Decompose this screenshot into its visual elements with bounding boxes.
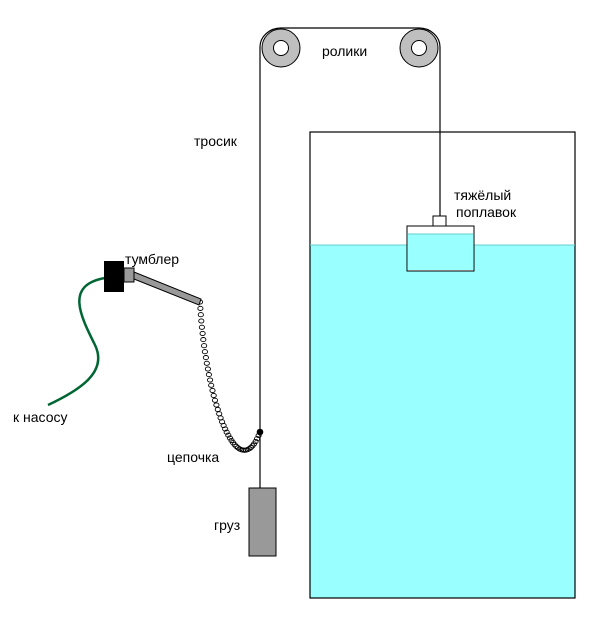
label-cable: тросик <box>194 133 238 149</box>
chain-link <box>252 438 259 445</box>
chain-link <box>197 312 204 318</box>
chain-link <box>226 435 233 441</box>
chain-link <box>199 330 206 337</box>
chain-link <box>214 406 221 413</box>
chain <box>196 299 264 453</box>
chain-link <box>200 337 207 343</box>
label-rollers: ролики <box>322 43 367 59</box>
chain-link <box>202 355 209 361</box>
chain-link <box>211 397 219 403</box>
chain-link <box>213 402 220 408</box>
chain-link <box>254 436 261 442</box>
water <box>310 245 575 598</box>
pump-wire <box>47 276 106 407</box>
chain-link <box>201 343 208 349</box>
chain-link <box>208 382 215 388</box>
label-weight: груз <box>214 517 240 533</box>
float-hook <box>432 215 447 227</box>
chain-link <box>210 392 217 399</box>
pulley-right <box>399 28 439 68</box>
chain-link <box>204 366 211 372</box>
chain-link <box>222 426 229 432</box>
label-chain: цепочка <box>167 449 219 465</box>
pulley-wheel-icon <box>399 28 439 68</box>
chain-link <box>216 411 223 417</box>
chain-link <box>225 432 232 438</box>
chain-link <box>223 429 230 435</box>
chain-link <box>197 305 204 311</box>
tank-outline <box>309 131 576 599</box>
chain-link <box>201 349 208 355</box>
chain-link <box>256 429 264 435</box>
label-float-line2: поплавок <box>456 204 517 220</box>
chain-link <box>198 318 205 324</box>
switch-collar <box>123 267 135 283</box>
switch-lever <box>133 271 202 306</box>
label-to-pump: к насосу <box>13 409 67 425</box>
chain-link <box>203 360 210 366</box>
chain-link <box>205 372 212 378</box>
pulley-left <box>261 28 301 68</box>
pulley-wheel-icon <box>261 28 301 68</box>
toggle-switch-icon <box>104 261 202 306</box>
chain-link <box>198 324 205 330</box>
chain-link <box>209 387 216 394</box>
switch-body <box>104 261 124 292</box>
chain-link <box>246 446 253 452</box>
label-switch: тумблер <box>125 251 179 267</box>
heavy-float <box>406 215 475 272</box>
cable <box>259 27 441 488</box>
chain-link <box>207 377 214 383</box>
label-float-line1: тяжёлый <box>454 187 511 203</box>
counterweight <box>248 487 277 557</box>
water-tank <box>309 131 576 599</box>
